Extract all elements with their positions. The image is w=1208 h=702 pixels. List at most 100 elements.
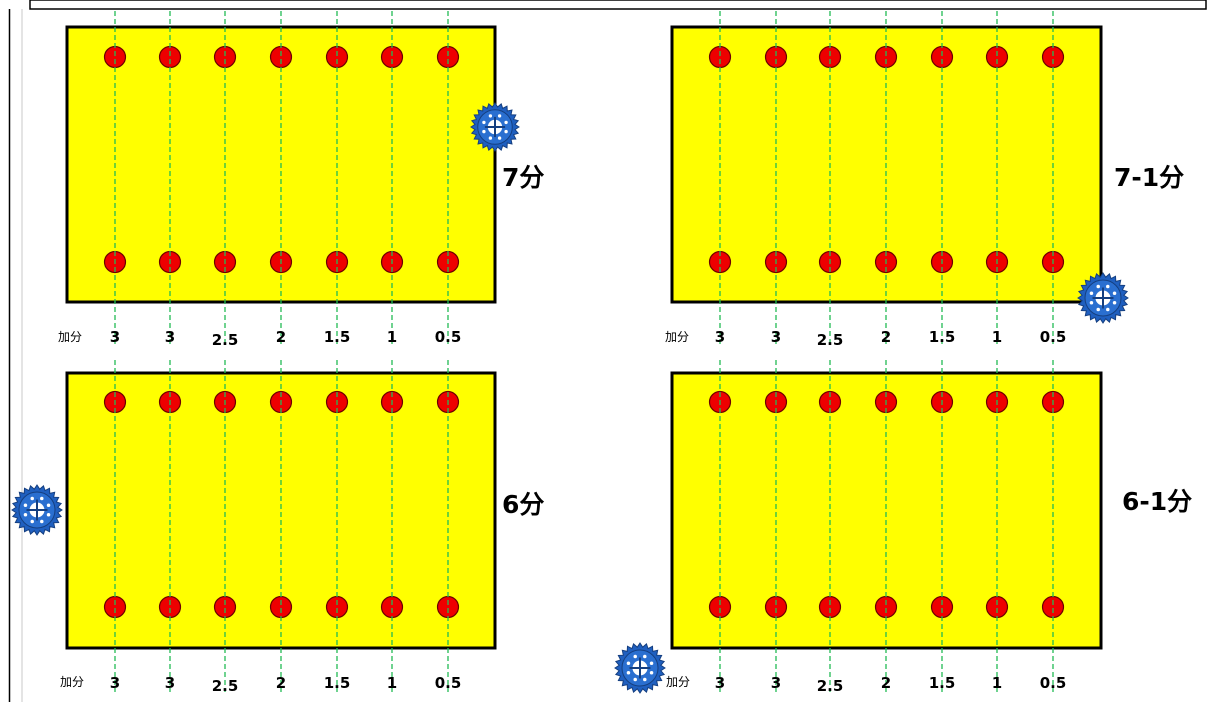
score-label-top-left: 7分	[502, 163, 544, 192]
point-label: 2.5	[817, 331, 844, 349]
labels-layer: 7分 加分 3 3 2.5 2 1.5 1 0.5 7-1分 加分 3 3 2.…	[58, 163, 1192, 695]
gear-hole	[30, 519, 34, 524]
score-label-top-right: 7-1分	[1114, 163, 1184, 192]
point-label: 2.5	[817, 677, 844, 695]
red-hole-icon	[818, 45, 842, 69]
bonus-label-bottom-left: 加分	[60, 675, 84, 689]
gear-hole	[649, 671, 654, 675]
gear-hole	[504, 120, 508, 125]
point-label: 2	[276, 328, 286, 346]
point-label: 1	[387, 674, 397, 692]
page-frame	[8, 0, 1207, 702]
bonus-label-top-right: 加分	[665, 330, 689, 344]
point-label: 1.5	[324, 674, 351, 692]
gear-hole	[1089, 291, 1094, 295]
gear-hole	[649, 661, 654, 665]
gear-hole	[23, 503, 28, 507]
red-hole-icon	[269, 45, 293, 69]
point-label: 1	[992, 328, 1002, 346]
point-label: 0.5	[435, 328, 462, 346]
point-label: 2.5	[212, 331, 239, 349]
red-hole-icon	[158, 595, 182, 619]
red-hole-icon	[325, 595, 349, 619]
point-label: 0.5	[1040, 674, 1067, 692]
red-hole-icon	[930, 45, 954, 69]
gear-hole	[497, 114, 502, 118]
point-label: 0.5	[1040, 328, 1067, 346]
point-label: 2	[276, 674, 286, 692]
gear-hole	[488, 136, 493, 140]
point-label: 2	[881, 328, 891, 346]
board-panel-top-left	[65, 11, 520, 346]
point-label: 3	[771, 328, 781, 346]
red-hole-icon	[985, 45, 1009, 69]
blue-gear-icon	[614, 642, 666, 694]
red-hole-icon	[764, 595, 788, 619]
red-hole-icon	[380, 595, 404, 619]
gear-hole	[488, 114, 493, 118]
gear-hole	[1112, 291, 1117, 295]
point-label: 0.5	[435, 674, 462, 692]
red-hole-icon	[708, 595, 732, 619]
point-label: 1.5	[929, 674, 956, 692]
red-hole-icon	[213, 45, 237, 69]
board-panel-bottom-right	[614, 360, 1103, 694]
gear-hole	[40, 519, 44, 524]
point-label: 3	[110, 328, 120, 346]
gear-hole	[643, 654, 647, 659]
gear-hole	[497, 136, 502, 140]
point-label: 1.5	[324, 328, 351, 346]
gear-hole	[1106, 284, 1110, 289]
point-label: 1	[387, 328, 397, 346]
bonus-label-bottom-right: 加分	[666, 675, 690, 689]
red-hole-icon	[436, 45, 460, 69]
point-label: 2	[881, 674, 891, 692]
point-label: 1	[992, 674, 1002, 692]
gear-hole	[1089, 301, 1094, 305]
gear-hole	[504, 129, 508, 134]
boards-layer	[11, 11, 1129, 694]
red-hole-icon	[874, 595, 898, 619]
red-hole-icon	[103, 595, 127, 619]
gear-hole	[633, 677, 637, 682]
gear-hole	[46, 503, 51, 507]
red-hole-icon	[325, 45, 349, 69]
point-label: 3	[715, 328, 725, 346]
red-hole-icon	[158, 45, 182, 69]
point-label: 2.5	[212, 677, 239, 695]
gear-hole	[1096, 284, 1100, 289]
gear-hole	[1112, 301, 1117, 305]
red-hole-icon	[380, 45, 404, 69]
gear-hole	[633, 654, 637, 659]
board-panel-top-right	[670, 11, 1129, 346]
gear-hole	[626, 671, 631, 675]
blue-gear-icon	[470, 102, 520, 152]
blue-gear-icon	[11, 484, 63, 536]
board-panel-bottom-left	[11, 360, 497, 692]
gear-hole	[30, 496, 34, 501]
blue-gear-icon	[1077, 272, 1129, 324]
gear-hole	[23, 513, 28, 517]
red-hole-icon	[269, 595, 293, 619]
point-label: 3	[165, 328, 175, 346]
red-hole-icon	[985, 595, 1009, 619]
point-label: 3	[715, 674, 725, 692]
score-label-bottom-right: 6-1分	[1122, 487, 1192, 516]
red-hole-icon	[874, 45, 898, 69]
gear-hole	[482, 120, 486, 125]
gear-hole	[482, 129, 486, 134]
red-hole-icon	[1041, 595, 1065, 619]
gear-hole	[626, 661, 631, 665]
point-label: 1.5	[929, 328, 956, 346]
score-label-bottom-left: 6分	[502, 490, 544, 519]
red-hole-icon	[764, 45, 788, 69]
point-label: 3	[771, 674, 781, 692]
bonus-label-top-left: 加分	[58, 330, 82, 344]
red-hole-icon	[818, 595, 842, 619]
point-label: 3	[110, 674, 120, 692]
red-hole-icon	[436, 595, 460, 619]
red-hole-icon	[930, 595, 954, 619]
gear-hole	[46, 513, 51, 517]
gear-hole	[40, 496, 44, 501]
